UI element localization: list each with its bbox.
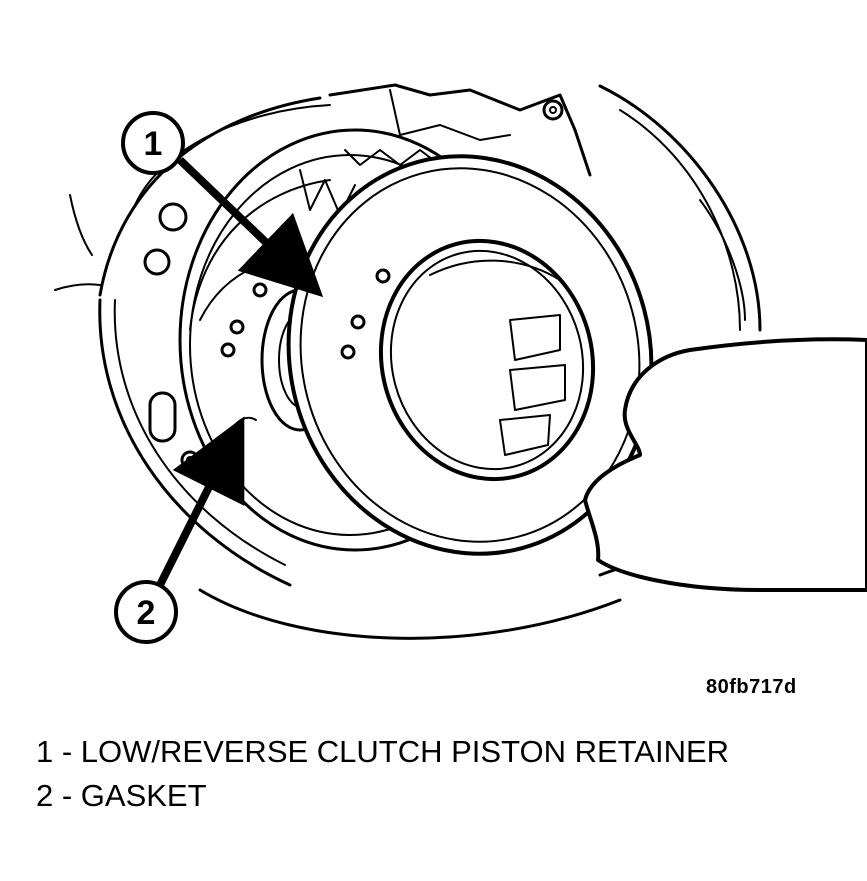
- callout-1-circle: [121, 111, 185, 175]
- transmission-case-drawing: [54, 83, 867, 640]
- legend-item-1: 1 - LOW/REVERSE CLUTCH PISTON RETAINER: [36, 734, 730, 769]
- technical-illustration: 1 2: [54, 83, 867, 644]
- callout-2-circle: [114, 580, 178, 644]
- callout-2: 2: [114, 416, 245, 644]
- callout-2-number: 2: [137, 594, 156, 632]
- figure-id-code: 80fb717d: [706, 676, 797, 698]
- legend-item-2: 2 - GASKET: [36, 778, 207, 813]
- callout-1-number: 1: [144, 125, 163, 163]
- callout-1: 1: [121, 111, 324, 298]
- callout-2-leader: [156, 416, 245, 587]
- callout-1-leader: [177, 157, 324, 298]
- legend: 1 - LOW/REVERSE CLUTCH PISTON RETAINER 2…: [36, 730, 729, 818]
